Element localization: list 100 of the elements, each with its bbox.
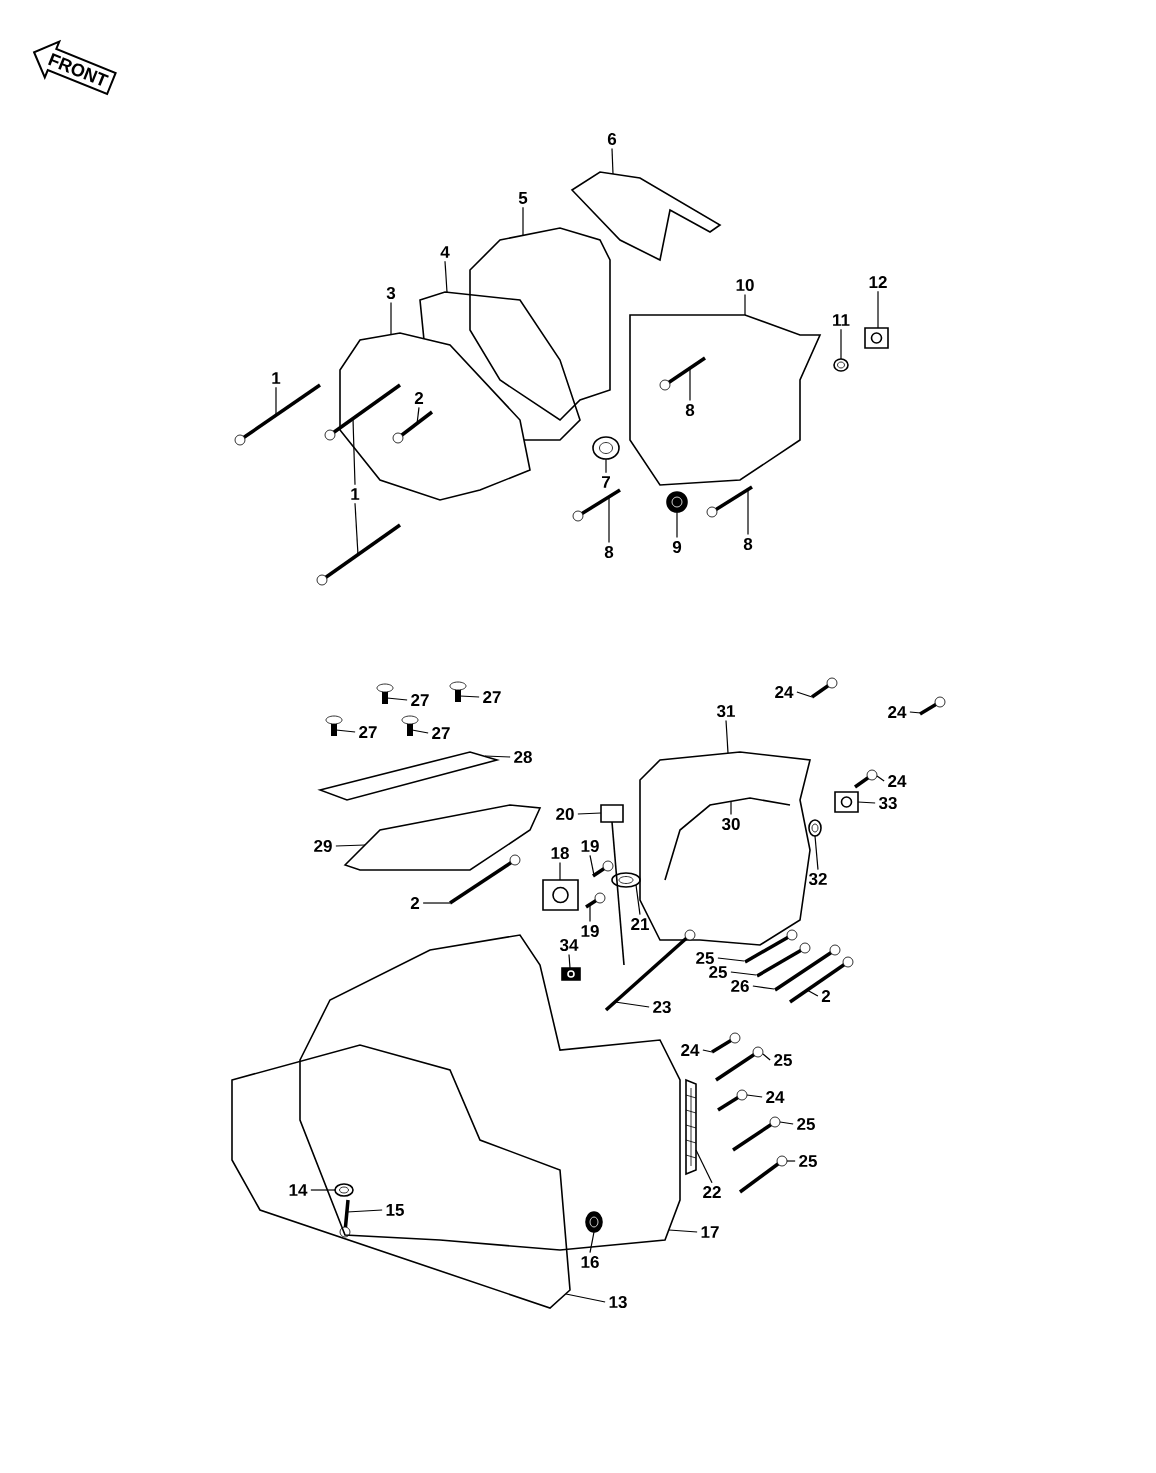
leader-line	[589, 904, 591, 923]
callout-number: 1	[272, 372, 281, 384]
o-ring	[808, 819, 822, 837]
bolt	[919, 696, 946, 716]
bolt	[324, 383, 401, 441]
bolt	[732, 1116, 781, 1152]
callout-number: 24	[681, 1044, 700, 1056]
callout-number: 27	[432, 727, 450, 739]
callout-number: 3	[386, 287, 396, 300]
leader-line	[522, 206, 524, 236]
callout-number: 22	[703, 1186, 721, 1198]
callout-number: 10	[736, 279, 754, 291]
bolt	[738, 1155, 788, 1194]
callout-number: 8	[604, 546, 614, 558]
cover	[469, 227, 611, 422]
callout-number: 16	[581, 1256, 599, 1268]
callout-number: 27	[359, 726, 377, 738]
callout-number: 27	[411, 694, 429, 706]
callout-number: 24	[766, 1091, 785, 1103]
callout-number: 28	[514, 751, 532, 763]
drain-bolt	[339, 1199, 351, 1238]
leader-line	[589, 854, 595, 876]
leader-line	[702, 1049, 713, 1053]
leader-line	[744, 293, 746, 316]
callout-number: 4	[440, 246, 450, 258]
callout-number: 24	[888, 706, 907, 718]
leader-line	[689, 367, 691, 402]
gasket	[231, 1044, 571, 1309]
leader-line	[577, 812, 602, 815]
bolt	[592, 860, 614, 878]
oil-seal	[592, 436, 620, 460]
leader-line	[354, 502, 359, 556]
callout-number: 13	[609, 1296, 627, 1309]
leader-line	[310, 1189, 336, 1191]
leader-line	[857, 801, 876, 804]
leader-line	[806, 989, 819, 997]
leader-line	[411, 729, 429, 734]
bolt	[774, 944, 841, 992]
bolt	[717, 1089, 748, 1112]
leader-line	[752, 985, 775, 990]
leader-line	[730, 800, 732, 816]
callout-number: 33	[878, 797, 897, 810]
callout-number: 12	[869, 276, 887, 288]
bolt	[585, 892, 606, 909]
leader-line	[568, 953, 571, 969]
callout-number: 11	[833, 314, 850, 326]
bolt	[756, 942, 811, 978]
bolt	[316, 523, 401, 586]
leader-line	[275, 386, 277, 416]
callout-number: 19	[581, 925, 599, 937]
callout-number: 9	[672, 541, 682, 553]
callout-number: 8	[743, 538, 753, 550]
washer	[334, 1183, 354, 1197]
leader-line	[444, 260, 448, 293]
cap	[864, 327, 889, 349]
leader-line	[796, 691, 813, 698]
rubber-block	[561, 967, 581, 981]
leader-line	[484, 755, 511, 758]
leader-line	[877, 290, 879, 329]
callout-number: 25	[799, 1155, 817, 1167]
flange	[542, 879, 579, 911]
nut	[666, 491, 688, 513]
callout-number: 6	[607, 133, 617, 145]
leader-line	[335, 844, 366, 847]
bolt	[449, 854, 521, 905]
callout-number: 20	[556, 808, 574, 820]
leader-line	[746, 1094, 763, 1098]
leader-line	[635, 884, 641, 916]
callout-number: 24	[775, 686, 794, 698]
cover	[629, 314, 822, 486]
bolt	[706, 485, 753, 518]
callout-number: 27	[483, 691, 501, 703]
leader-line	[762, 1053, 771, 1061]
bolt	[789, 956, 854, 1004]
callout-number: 32	[808, 873, 827, 886]
leader-line	[416, 406, 420, 425]
leader-line	[386, 697, 408, 701]
leader-line	[605, 458, 607, 474]
leader-line	[422, 902, 451, 904]
callout-number: 24	[888, 775, 907, 787]
cover	[339, 332, 531, 501]
leader-line	[840, 328, 842, 360]
bolt	[715, 1046, 764, 1082]
bolt	[744, 929, 798, 964]
bolt	[604, 929, 696, 1012]
leader-line	[589, 1231, 595, 1254]
callout-number: 25	[709, 966, 727, 978]
leader-line	[390, 301, 392, 336]
leader-line	[909, 711, 922, 714]
leader-line	[786, 1160, 796, 1162]
leader-line	[565, 1293, 606, 1303]
callout-number: 21	[631, 918, 649, 930]
callout-number: 25	[774, 1054, 792, 1066]
callout-number: 5	[518, 192, 528, 204]
leader-line	[876, 775, 885, 782]
callout-number: 1	[351, 488, 360, 500]
leader-line	[614, 1001, 650, 1008]
washer	[833, 358, 849, 372]
callout-number: 23	[653, 1001, 671, 1014]
callout-number: 26	[731, 980, 749, 992]
